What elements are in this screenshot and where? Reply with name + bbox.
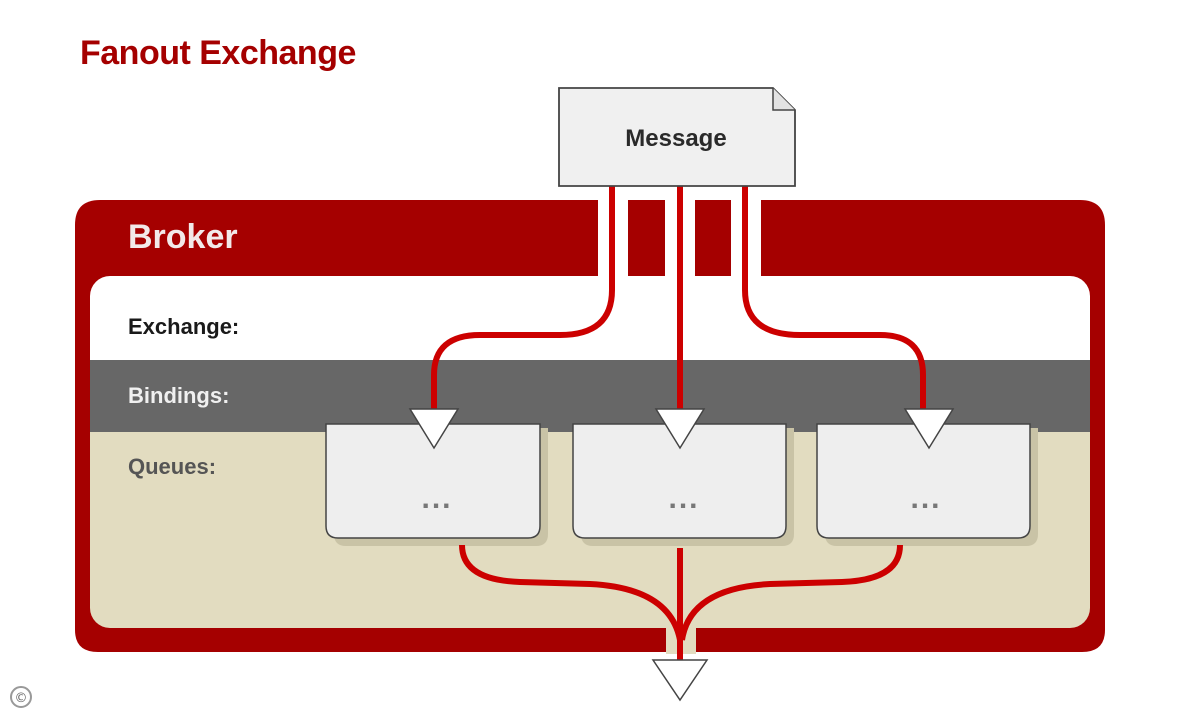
message-label: Message [625,125,726,152]
fanout-arrows [431,186,926,410]
arrowhead-icon [654,408,706,450]
queue-label: ... [421,482,452,515]
arrowheads [408,408,955,450]
broker-label: Broker [128,218,238,256]
queue-label: ... [910,482,941,515]
queue-boxes: ... ... ... [325,423,1038,546]
bindings-label: Bindings: [128,383,229,408]
outgoing-arrows [459,544,903,660]
route-to-queue-1 [431,186,615,410]
queue-box[interactable]: ... [325,423,548,546]
queue-box[interactable]: ... [816,423,1038,546]
arrowhead-icon [903,408,955,450]
exchange-label: Exchange: [128,314,239,339]
route-from-queue-3 [679,544,903,641]
copyright-icon: © [10,686,32,708]
route-from-queue-1 [459,544,683,660]
arrowhead-icon [408,408,460,450]
message-document[interactable]: Message [558,87,796,187]
queues-label: Queues: [128,454,216,479]
queue-box[interactable]: ... [572,423,794,546]
diagram-title: Fanout Exchange [80,34,356,72]
queue-label: ... [668,482,699,515]
exchange-row [90,276,1090,360]
route-to-queue-3 [742,186,926,410]
output-arrowhead-icon [651,659,709,702]
